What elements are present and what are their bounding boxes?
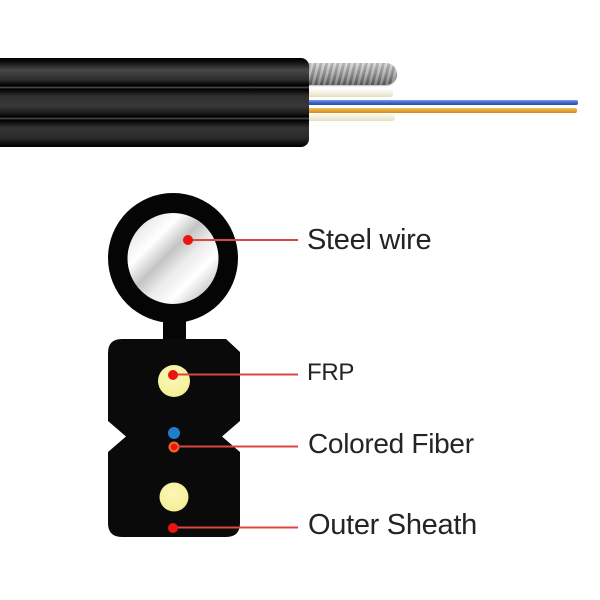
frp-rod-top: [158, 365, 190, 397]
blue-fiber-dot: [168, 427, 180, 439]
cable-jacket: [0, 58, 309, 147]
label-frp: FRP: [307, 359, 355, 386]
label-colored-fiber: Colored Fiber: [308, 428, 474, 459]
label-outer-sheath: Outer Sheath: [308, 508, 477, 541]
steel-wire-core: [127, 213, 219, 304]
orange-fiber-line: [300, 108, 577, 113]
callout-dot-colored-fiber: [170, 443, 178, 451]
aramid-strand-bottom: [300, 114, 395, 121]
blue-fiber-line: [300, 100, 578, 105]
callout-dot-frp: [168, 370, 178, 380]
cable-photo: [0, 0, 600, 160]
aramid-strand-top: [300, 90, 393, 97]
callout-dot-steel-wire: [183, 235, 193, 245]
steel-wire-exposed: [300, 63, 397, 85]
callout-dot-outer-sheath: [168, 523, 178, 533]
label-steel-wire: Steel wire: [307, 223, 432, 256]
frp-rod-bottom: [159, 482, 189, 512]
